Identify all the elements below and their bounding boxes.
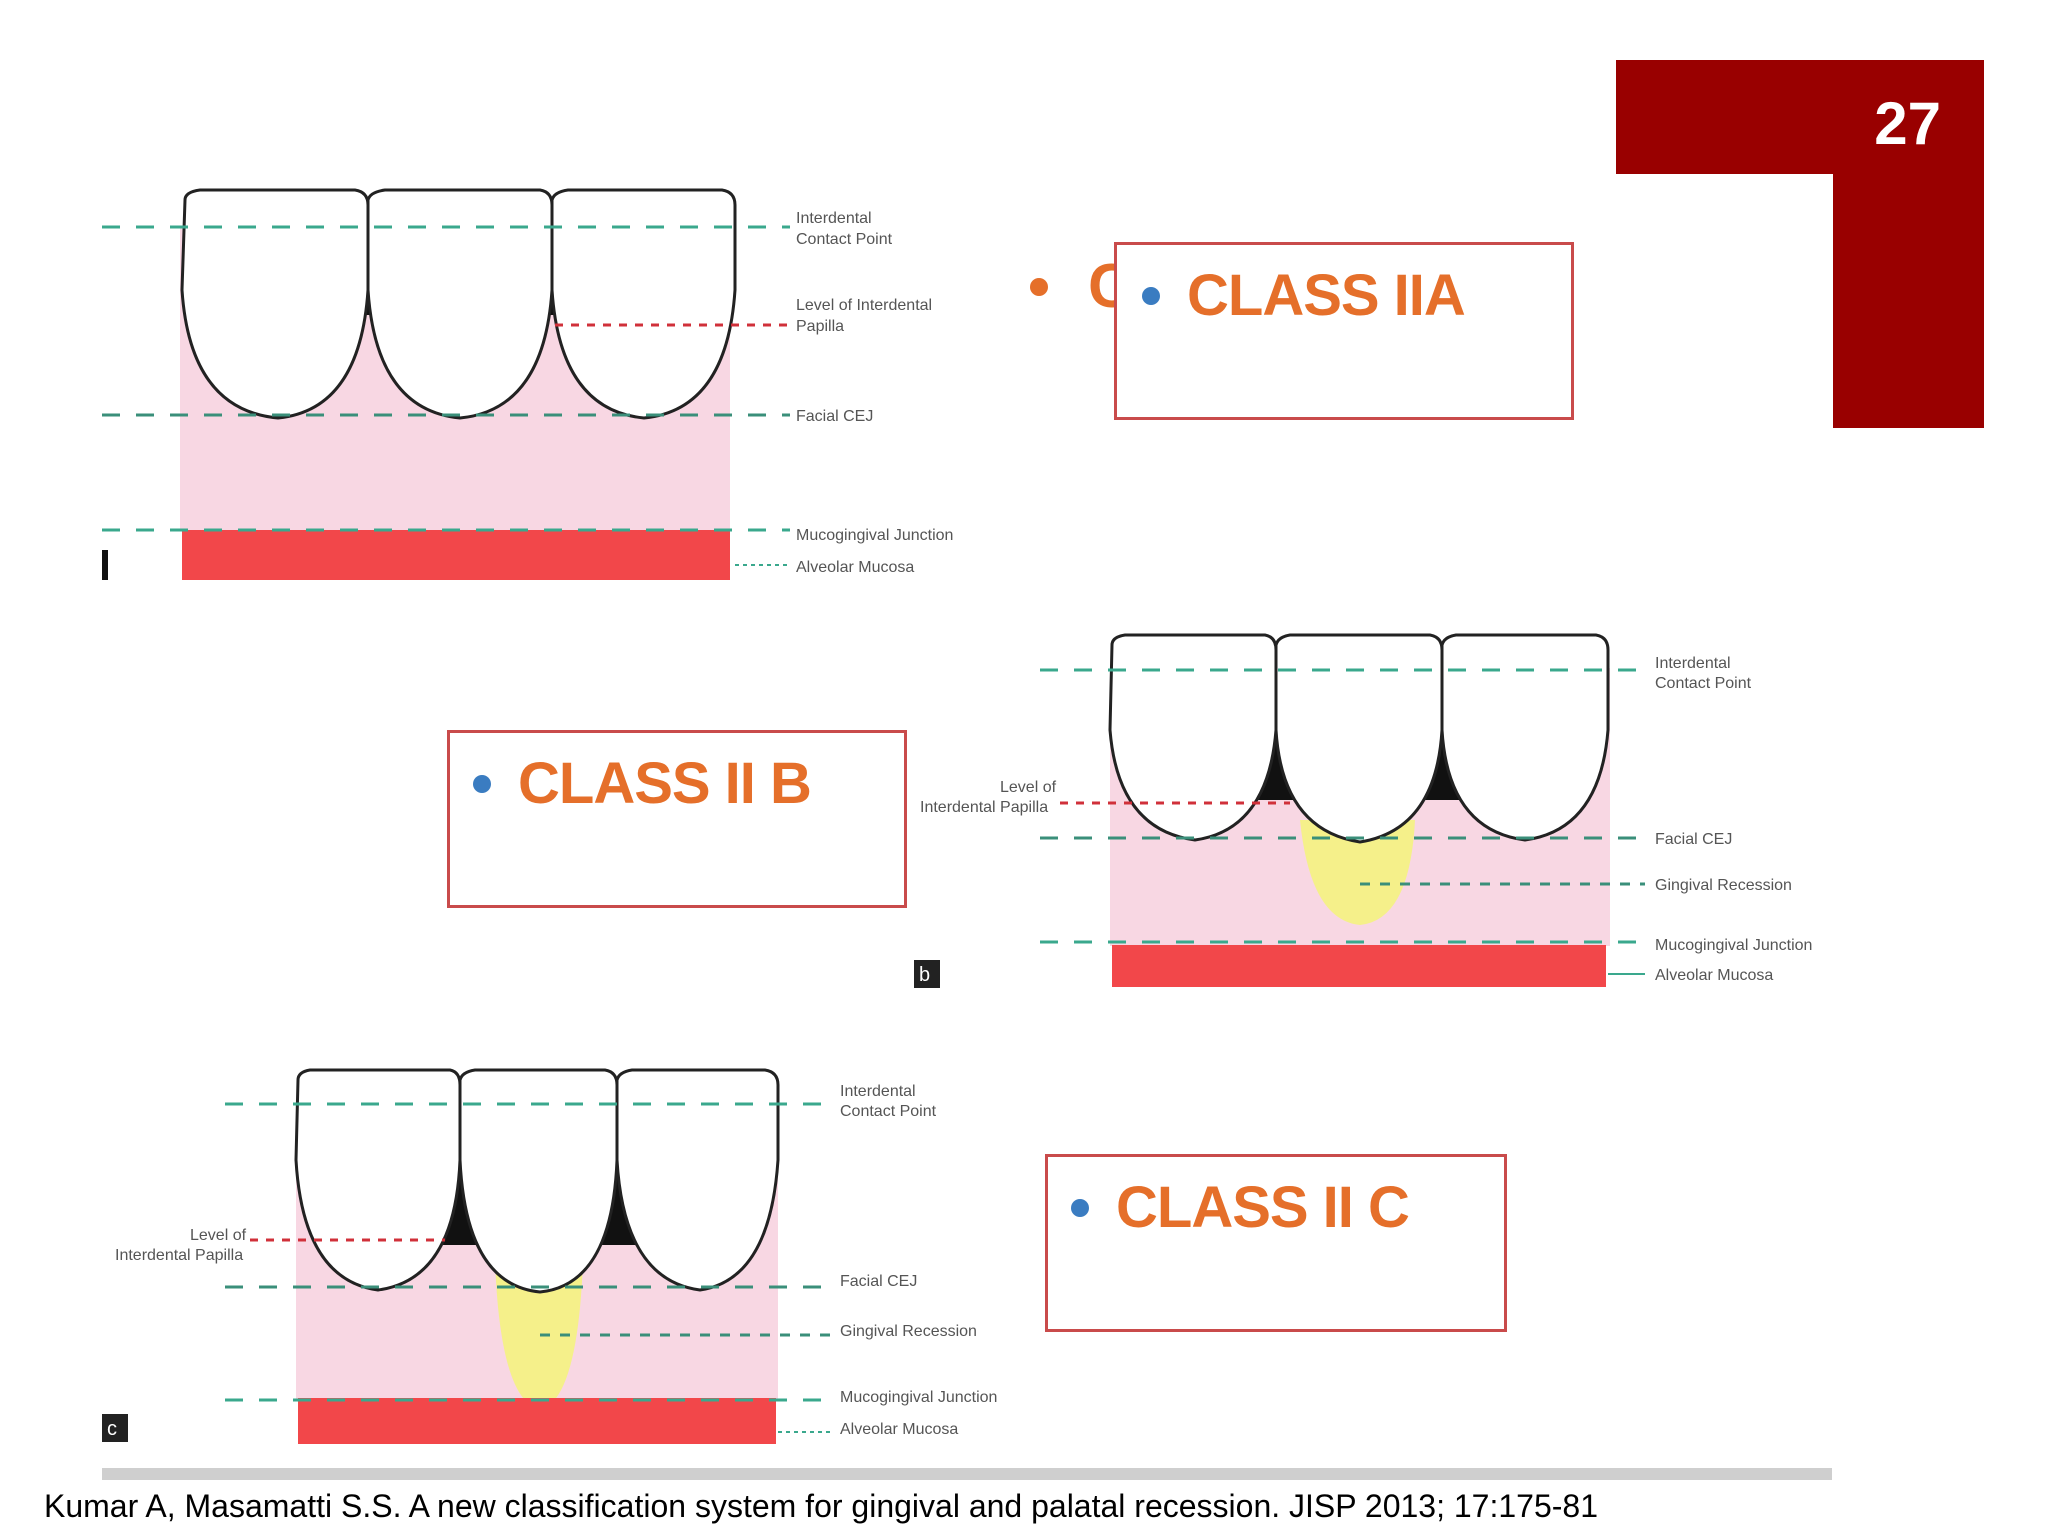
- tooth: [1440, 633, 1610, 842]
- divider: [102, 1468, 1832, 1480]
- diagram-label: Facial CEJ: [1655, 831, 1732, 848]
- slide-accent-bar: [1833, 174, 1984, 428]
- diagram-label: Facial CEJ: [840, 1273, 917, 1290]
- bullet-icon: [1071, 1199, 1089, 1217]
- diagram-label: Alveolar Mucosa: [840, 1421, 958, 1438]
- class-iib-label: CLASS II B: [518, 751, 812, 816]
- diagram-label: Alveolar Mucosa: [796, 559, 914, 576]
- diagram-label: Mucogingival Junction: [796, 527, 953, 544]
- diagram-label: Contact Point: [840, 1103, 937, 1120]
- diagram-letter-box: [914, 960, 940, 988]
- class-iia-label: CLASS IIA: [1187, 263, 1466, 328]
- class-iic-box: CLASS II C: [1045, 1154, 1507, 1332]
- tooth: [458, 1068, 619, 1294]
- tooth: [180, 188, 370, 420]
- alveolar-mucosa-band: [182, 530, 730, 580]
- tooth: [615, 1068, 780, 1292]
- diagram-label: Gingival Recession: [1655, 877, 1792, 894]
- diagram-label: Interdental: [1655, 655, 1731, 672]
- diagram-label: Interdental Papilla: [920, 799, 1048, 816]
- diagram-label: Mucogingival Junction: [1655, 937, 1812, 954]
- recession-area: [495, 1260, 583, 1410]
- tooth: [294, 1068, 462, 1292]
- class-iib-box: CLASS II B: [447, 730, 907, 908]
- slide-number-bar: [1616, 60, 1984, 174]
- bullet-icon: [1030, 278, 1048, 296]
- diagram-label: Level of Interdental: [796, 297, 932, 314]
- diagram-label: Interdental: [796, 210, 872, 227]
- diagram-label: Facial CEJ: [796, 408, 873, 425]
- diagram-label: Gingival Recession: [840, 1323, 977, 1340]
- diagram-letter-mark: [102, 550, 108, 580]
- diagram-label: Interdental Papilla: [115, 1247, 243, 1264]
- alveolar-mucosa-band: [298, 1398, 776, 1444]
- tooth: [366, 188, 554, 420]
- bullet-icon: [473, 775, 491, 793]
- diagram-letter: b: [919, 964, 930, 986]
- tooth: [1108, 633, 1278, 842]
- recession-area: [1300, 820, 1415, 925]
- slide-number: 27: [1874, 90, 1941, 157]
- diagram-label: Contact Point: [1655, 675, 1752, 692]
- diagram-label: Alveolar Mucosa: [1655, 967, 1773, 984]
- citation: Kumar A, Masamatti S.S. A new classifica…: [44, 1488, 1598, 1524]
- alveolar-mucosa-band: [1112, 945, 1606, 987]
- class-iia-box: CLASS IIA: [1114, 242, 1574, 420]
- diagram-label: Papilla: [796, 318, 844, 335]
- diagram-b: b Interdental Contact Point Level of Int…: [914, 633, 1812, 988]
- tooth: [1274, 633, 1444, 844]
- tooth: [550, 188, 737, 420]
- bullet-icon: [1142, 287, 1160, 305]
- diagram-letter-box: [102, 1414, 128, 1442]
- diagram-label: Level of: [1000, 779, 1057, 796]
- diagram-c: c Interdental Contact Point Level of Int…: [102, 1068, 997, 1444]
- diagram-label: Contact Point: [796, 231, 893, 248]
- diagram-letter: c: [107, 1418, 117, 1440]
- diagram-label: Level of: [190, 1227, 247, 1244]
- diagram-label: Interdental: [840, 1083, 916, 1100]
- class-iic-label: CLASS II C: [1116, 1175, 1410, 1240]
- diagram-label: Mucogingival Junction: [840, 1389, 997, 1406]
- diagram-a: Interdental Contact Point Level of Inter…: [102, 188, 953, 580]
